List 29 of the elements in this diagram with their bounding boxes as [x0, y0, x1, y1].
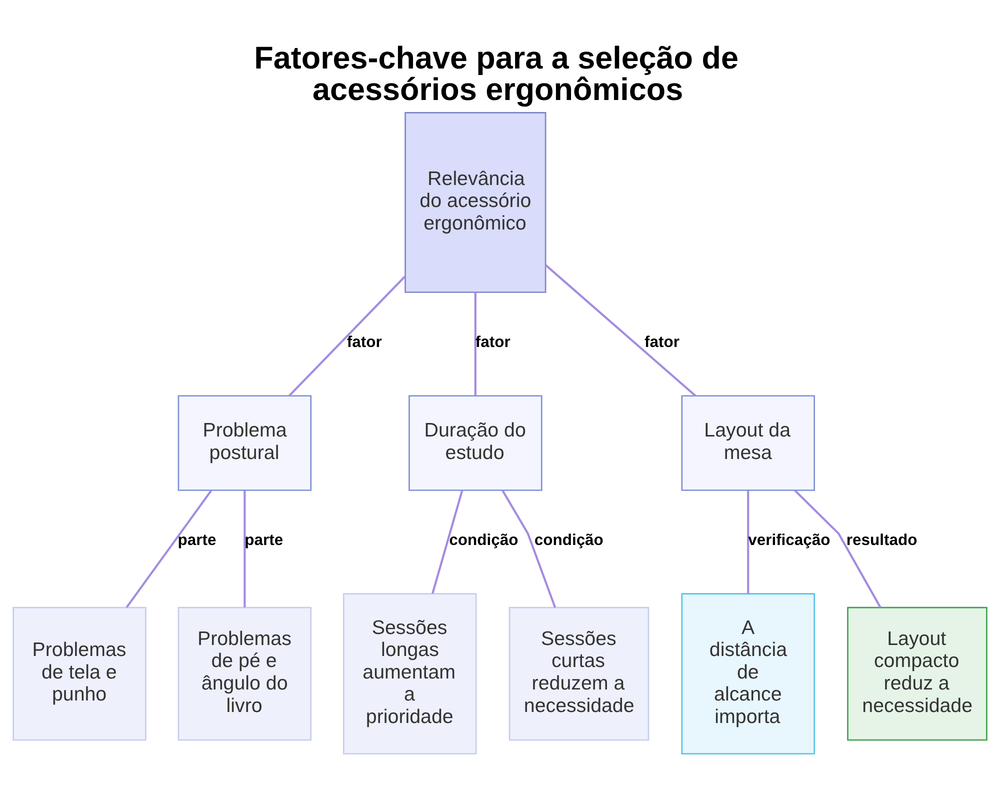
diagram-title: Fatores-chave para a seleção de acessórios ergonômicos [254, 40, 738, 106]
node-box: Layout compacto reduz a necessidade [847, 606, 988, 740]
connector [794, 489, 882, 608]
edge-label: fator [644, 333, 680, 350]
connector [474, 292, 476, 396]
connector [432, 490, 464, 594]
connector [544, 264, 696, 396]
node-box: Problema postural [178, 394, 312, 490]
node-box: Problemas de tela e punho [12, 606, 146, 740]
edge-label: condição [534, 531, 604, 548]
node-box: Sessões curtas reduzem a necessidade [508, 606, 650, 740]
connector [502, 489, 556, 608]
edge-label: condição [449, 531, 518, 548]
connector [126, 489, 212, 608]
edge-label: fator [475, 333, 510, 350]
node-box: Layout da mesa [681, 394, 815, 490]
edge-label: resultado [846, 531, 918, 548]
edge-label: verificação [748, 531, 830, 548]
connector [288, 275, 406, 396]
edge-label: parte [178, 531, 216, 548]
node-box: Sessões longas aumentam a prioridade [343, 592, 477, 754]
node-box: Duração do estudo [408, 394, 542, 490]
edge-label: parte [244, 531, 284, 548]
connector [244, 490, 246, 607]
node-box: Problemas de pé e ângulo do livro [178, 606, 312, 740]
node-box: Relevância do acessório ergonômico [404, 112, 546, 292]
node-box: A distância de alcance importa [681, 592, 815, 754]
connector [747, 490, 750, 594]
edge-label: fator [346, 333, 382, 350]
